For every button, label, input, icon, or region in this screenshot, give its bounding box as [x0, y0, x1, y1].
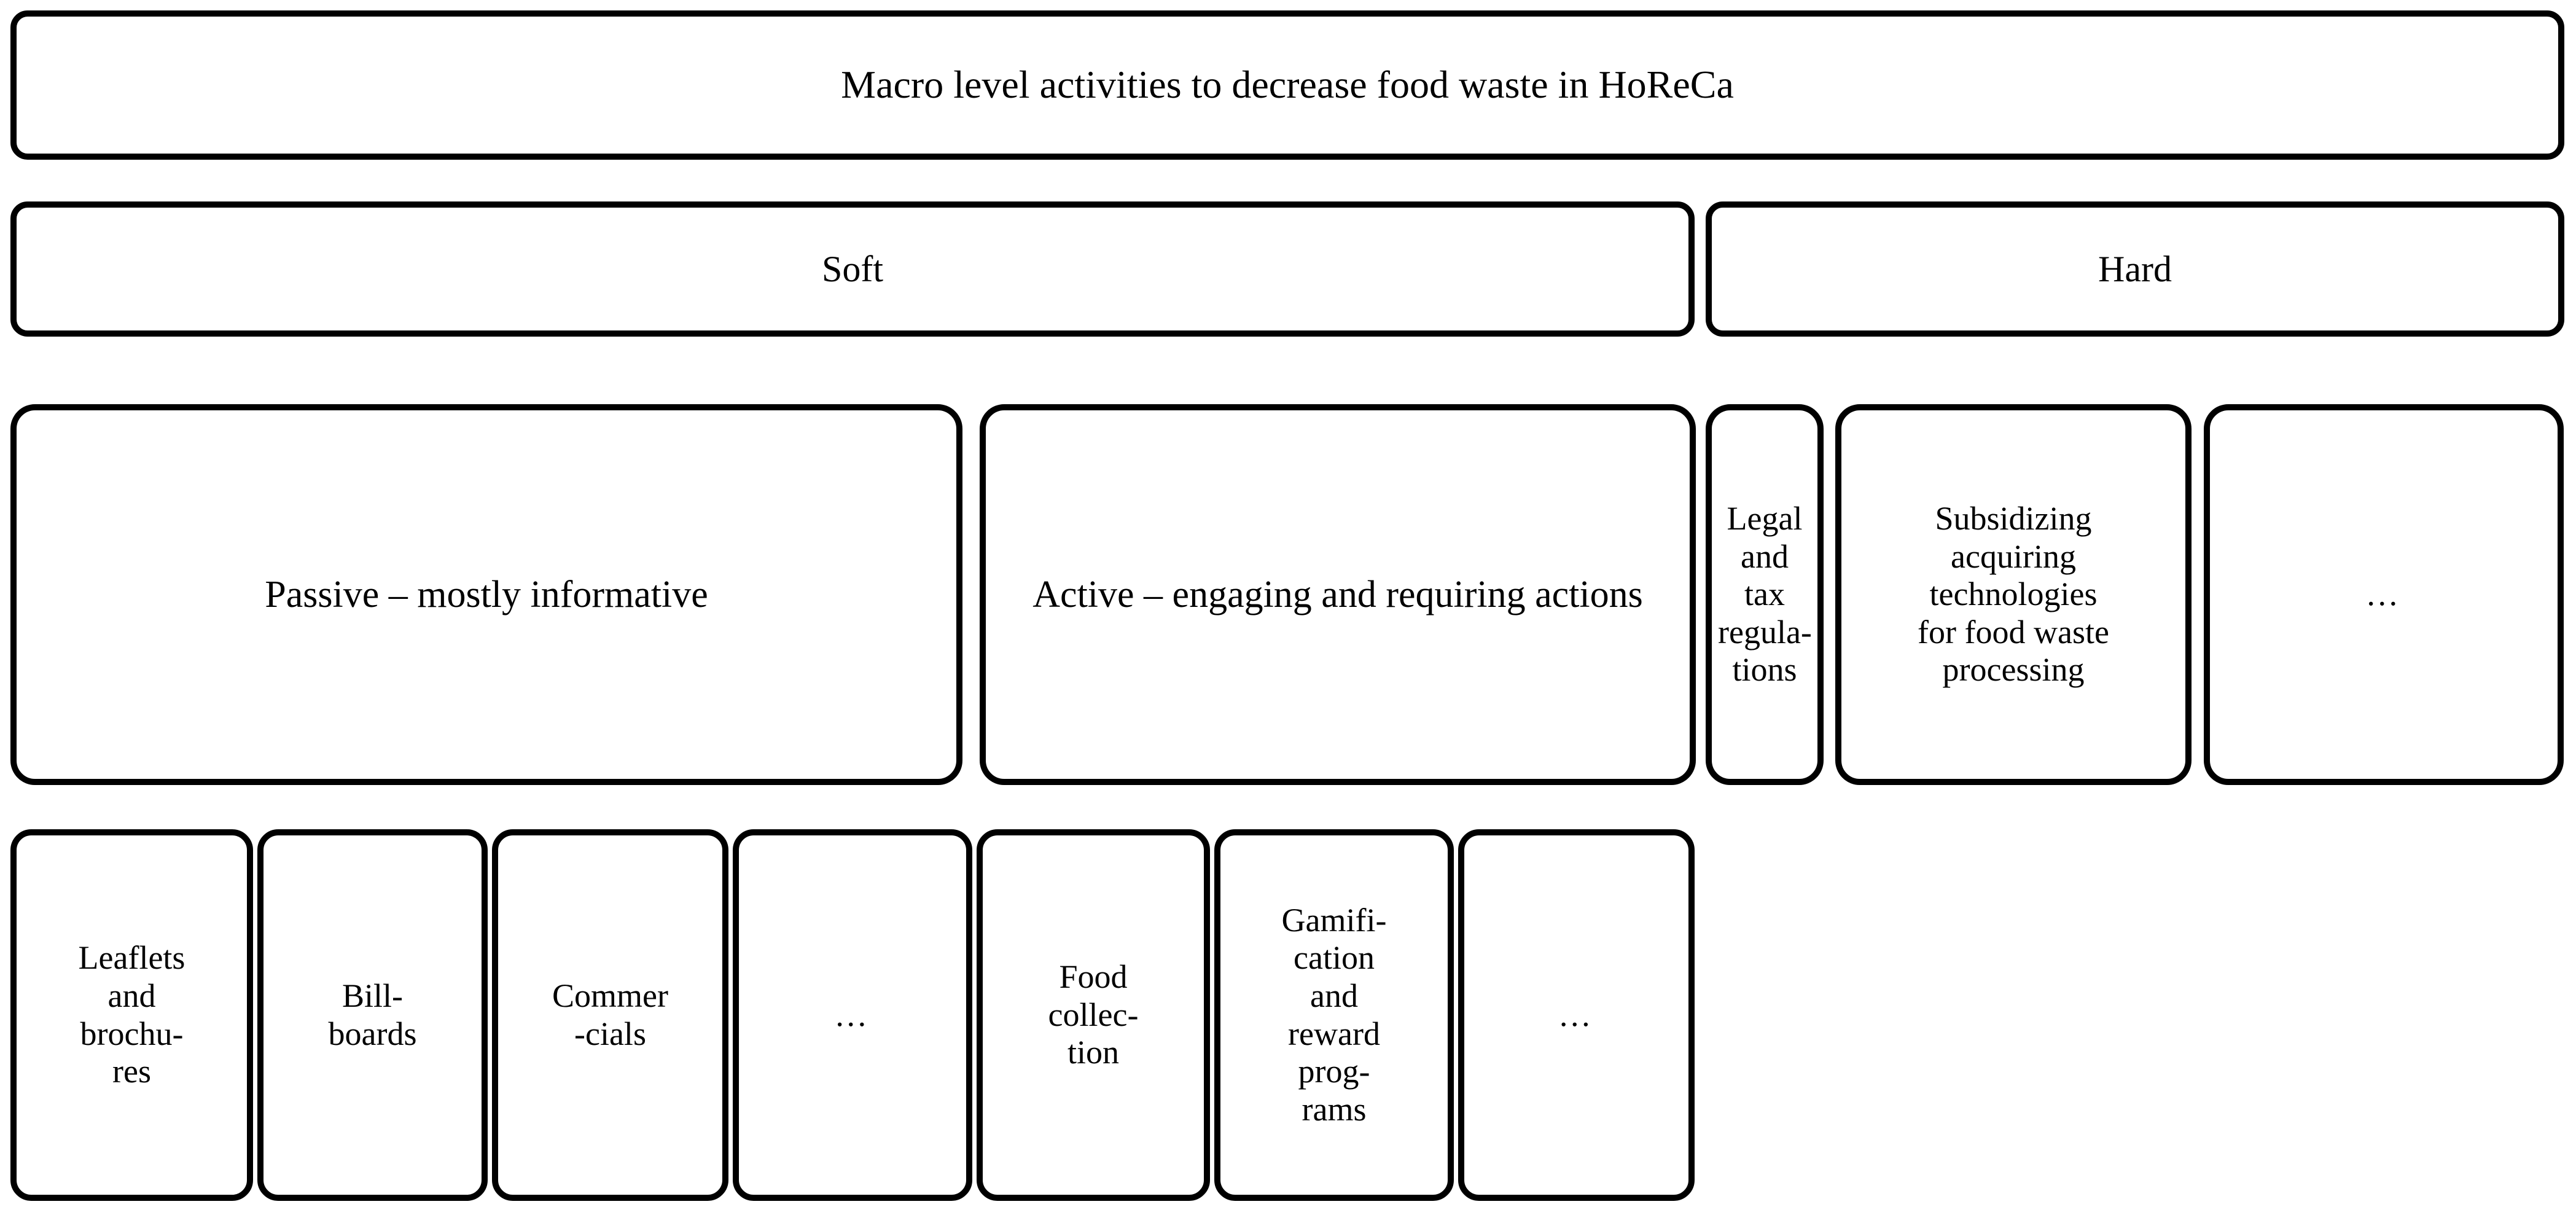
node-food-collection-label: Food collec- tion: [1048, 958, 1139, 1071]
node-commercials-label: Commer -cials: [552, 977, 668, 1052]
node-legal-and-tax-regulations-label: Legal and tax regula- tions: [1718, 500, 1812, 689]
node-active-more: …: [1458, 829, 1695, 1201]
node-root: Macro level activities to decrease food …: [10, 10, 2564, 160]
ellipsis-icon: …: [834, 996, 871, 1033]
node-active-label: Active – engaging and requiring actions: [1032, 573, 1643, 615]
node-gamification-and-reward-programs-label: Gamifi- cation and reward prog- rams: [1281, 901, 1387, 1128]
node-active: Active – engaging and requiring actions: [980, 404, 1696, 785]
node-legal-and-tax-regulations: Legal and tax regula- tions: [1706, 404, 1824, 785]
node-soft-label: Soft: [821, 248, 884, 289]
node-subsidizing-technologies: Subsidizing acquiring technologies for f…: [1835, 404, 2192, 785]
node-soft: Soft: [10, 201, 1695, 337]
node-billboards-label: Bill- boards: [328, 977, 417, 1052]
ellipsis-icon: …: [2365, 576, 2402, 613]
node-food-collection: Food collec- tion: [977, 829, 1210, 1201]
node-hard-label: Hard: [2098, 248, 2172, 289]
node-passive-label: Passive – mostly informative: [265, 573, 708, 615]
ellipsis-icon: …: [1558, 996, 1595, 1033]
node-subsidizing-technologies-label: Subsidizing acquiring technologies for f…: [1918, 500, 2109, 689]
node-passive: Passive – mostly informative: [10, 404, 962, 785]
node-leaflets-and-brochures: Leaflets and brochu- res: [10, 829, 253, 1201]
node-hard: Hard: [1706, 201, 2564, 337]
node-leaflets-and-brochures-label: Leaflets and brochu- res: [78, 939, 185, 1090]
node-gamification-and-reward-programs: Gamifi- cation and reward prog- rams: [1214, 829, 1454, 1201]
node-billboards: Bill- boards: [257, 829, 488, 1201]
node-commercials: Commer -cials: [492, 829, 728, 1201]
node-root-label: Macro level activities to decrease food …: [841, 63, 1734, 107]
node-passive-more: …: [733, 829, 972, 1201]
node-hard-more: …: [2204, 404, 2564, 785]
